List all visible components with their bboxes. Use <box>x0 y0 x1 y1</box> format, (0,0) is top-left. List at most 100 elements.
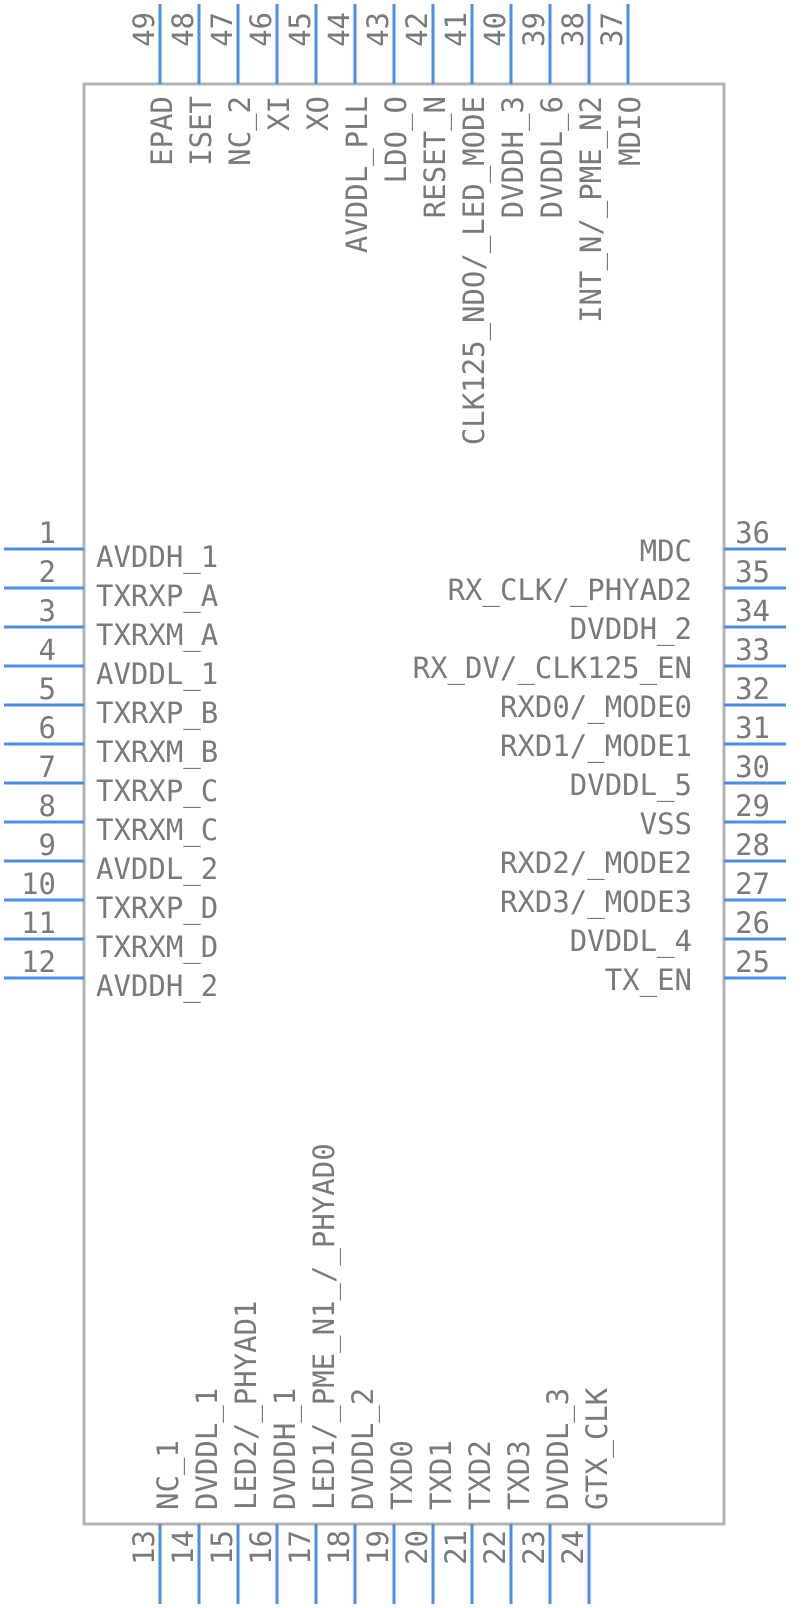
pin-name-right-36: MDC <box>640 534 692 568</box>
pin-name-left-5: TXRXP_B <box>96 696 218 731</box>
pin-name-right-30: DVDDL_5 <box>570 768 692 803</box>
pin-name-bottom-13: NC_1 <box>151 1440 186 1510</box>
pin-name-left-4: AVDDL_1 <box>96 657 218 692</box>
pin-number-top-38: 38 <box>556 12 590 47</box>
pin-number-top-49: 49 <box>127 12 161 47</box>
pin-number-right-36: 36 <box>735 516 770 550</box>
pin-number-bottom-18: 18 <box>322 1530 356 1565</box>
pin-name-left-3: TXRXM_A <box>96 618 218 653</box>
pin-number-bottom-24: 24 <box>556 1530 590 1565</box>
pin-name-bottom-16: DVDDH_1 <box>268 1388 303 1510</box>
pin-number-bottom-15: 15 <box>205 1530 239 1565</box>
pin-number-bottom-16: 16 <box>244 1530 278 1565</box>
pin-name-right-25: TX_EN <box>605 963 692 998</box>
pin-number-bottom-20: 20 <box>400 1530 434 1565</box>
pin-number-left-4: 4 <box>39 633 56 667</box>
pin-name-top-45: XO <box>301 96 335 131</box>
pin-name-right-31: RXD1/_MODE1 <box>500 729 692 764</box>
pin-name-bottom-18: DVDDL_2 <box>346 1388 381 1510</box>
pin-name-right-34: DVDDH_2 <box>570 612 692 647</box>
pin-number-left-8: 8 <box>39 789 56 823</box>
pin-name-top-47: NC_2 <box>223 96 258 166</box>
pin-name-bottom-22: TXD3 <box>502 1440 536 1510</box>
pin-name-bottom-14: DVDDL_1 <box>190 1388 225 1510</box>
pin-number-top-41: 41 <box>439 12 473 47</box>
pin-number-right-35: 35 <box>735 555 770 589</box>
pin-number-top-37: 37 <box>595 12 629 47</box>
pin-number-right-26: 26 <box>735 906 770 940</box>
pin-number-top-46: 46 <box>244 12 278 47</box>
pin-name-right-27: RXD3/_MODE3 <box>500 885 692 920</box>
pin-name-left-1: AVDDH_1 <box>96 540 218 575</box>
pin-name-top-38: INT_N/_PME_N2 <box>574 96 609 323</box>
pin-name-left-8: TXRXM_C <box>96 813 218 848</box>
pin-name-left-11: TXRXM_D <box>96 930 218 965</box>
pin-number-left-7: 7 <box>39 750 56 784</box>
pin-number-left-11: 11 <box>21 906 56 940</box>
pin-name-bottom-23: DVDDL_3 <box>541 1388 576 1510</box>
pin-number-left-2: 2 <box>39 555 56 589</box>
pin-number-left-6: 6 <box>39 711 56 745</box>
pin-name-top-43: LDO_O <box>379 96 414 183</box>
pin-number-left-3: 3 <box>39 594 56 628</box>
pin-name-bottom-19: TXD0 <box>385 1440 419 1510</box>
pin-number-left-5: 5 <box>39 672 56 706</box>
pin-number-bottom-22: 22 <box>478 1530 512 1565</box>
pin-number-left-12: 12 <box>21 945 56 979</box>
pin-number-top-39: 39 <box>517 12 551 47</box>
pin-name-right-32: RXD0/_MODE0 <box>500 690 692 725</box>
ic-body-outline <box>82 82 726 1526</box>
pin-name-right-35: RX_CLK/_PHYAD2 <box>448 573 692 608</box>
pin-number-top-40: 40 <box>478 12 512 47</box>
pin-number-right-33: 33 <box>735 633 770 667</box>
pin-name-top-46: XI <box>262 96 296 131</box>
pin-name-top-42: RESET_N <box>418 96 453 218</box>
pin-name-right-29: VSS <box>640 807 692 841</box>
pin-number-right-32: 32 <box>735 672 770 706</box>
pin-name-bottom-17: LED1/_PME_N1_/_PHYAD0 <box>307 1143 342 1510</box>
pin-name-left-10: TXRXP_D <box>96 891 218 926</box>
pin-name-right-28: RXD2/_MODE2 <box>500 846 692 881</box>
pin-number-top-48: 48 <box>166 12 200 47</box>
pin-number-right-31: 31 <box>735 711 770 745</box>
pin-number-top-43: 43 <box>361 12 395 47</box>
pin-number-right-29: 29 <box>735 789 770 823</box>
pin-number-bottom-13: 13 <box>127 1530 161 1565</box>
pin-number-top-47: 47 <box>205 12 239 47</box>
pin-name-bottom-24: GTX_CLK <box>580 1387 615 1510</box>
pin-number-top-44: 44 <box>322 12 356 47</box>
pin-name-top-49: EPAD <box>145 96 179 166</box>
pin-number-right-25: 25 <box>735 945 770 979</box>
pin-number-bottom-14: 14 <box>166 1530 200 1565</box>
pin-name-right-26: DVDDL_4 <box>570 924 692 959</box>
pin-number-bottom-17: 17 <box>283 1530 317 1565</box>
pin-name-top-44: AVDDL_PLL <box>340 96 375 253</box>
pin-number-bottom-21: 21 <box>439 1530 473 1565</box>
pin-name-left-12: AVDDH_2 <box>96 969 218 1004</box>
pin-number-left-1: 1 <box>39 516 56 550</box>
pin-name-top-39: DVDDL_6 <box>535 96 570 218</box>
pin-number-top-42: 42 <box>400 12 434 47</box>
pin-number-bottom-23: 23 <box>517 1530 551 1565</box>
pin-name-left-2: TXRXP_A <box>96 579 218 614</box>
pin-number-left-9: 9 <box>39 828 56 862</box>
pin-name-right-33: RX_DV/_CLK125_EN <box>413 651 692 686</box>
pin-name-left-7: TXRXP_C <box>96 774 218 809</box>
pin-name-top-41: CLK125_NDO/_LED_MODE <box>457 96 492 445</box>
pin-number-right-34: 34 <box>735 594 770 628</box>
pin-name-bottom-21: TXD2 <box>463 1440 497 1510</box>
pin-number-right-30: 30 <box>735 750 770 784</box>
pin-name-bottom-20: TXD1 <box>424 1440 458 1510</box>
pin-name-bottom-15: LED2/_PHYAD1 <box>229 1300 264 1510</box>
pin-number-bottom-19: 19 <box>361 1530 395 1565</box>
pin-name-top-37: MDIO <box>613 96 647 166</box>
pin-name-left-9: AVDDL_2 <box>96 852 218 887</box>
pin-number-top-45: 45 <box>283 12 317 47</box>
pin-name-top-40: DVDDH_3 <box>496 96 531 218</box>
pin-number-right-27: 27 <box>735 867 770 901</box>
pin-number-left-10: 10 <box>21 867 56 901</box>
pin-number-right-28: 28 <box>735 828 770 862</box>
pin-name-top-48: ISET <box>184 96 218 166</box>
